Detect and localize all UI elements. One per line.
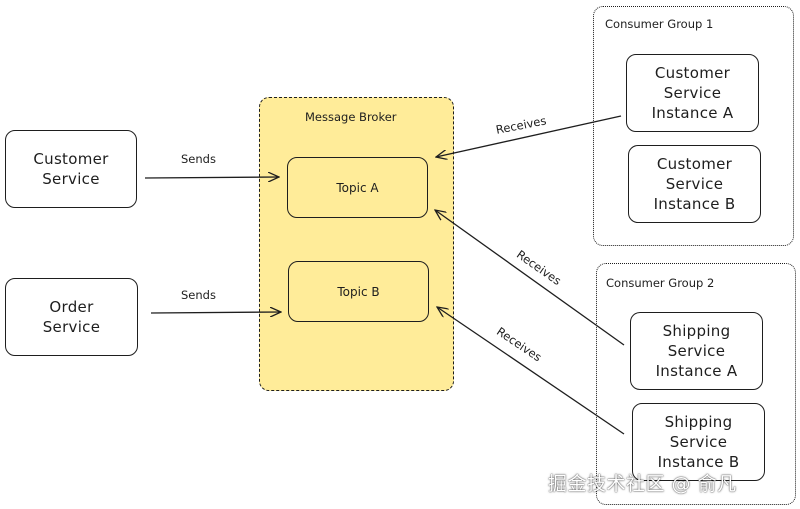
edge-cg1-instance-a-to-topic-a (436, 115, 622, 157)
cg1-instance-a-line-2: Service (663, 84, 722, 102)
edge-order-to-topic-b (150, 312, 281, 313)
watermark: 掘金技术社区 @ 俞凡 (548, 473, 737, 495)
cg2-instance-b-line-1: Shipping (664, 413, 733, 431)
cg2-instance-a-line-1: Shipping (662, 322, 731, 340)
cg1-instance-b-line-3: Instance B (653, 195, 736, 213)
consumer-group-2-title: Consumer Group 2 (606, 276, 715, 290)
cg1-instance-a-line-3: Instance A (651, 104, 734, 122)
edge-shipping-b-to-topic-b (437, 307, 625, 435)
message-broker-title: Message Broker (305, 110, 397, 124)
order-service-line-2: Service (42, 318, 101, 336)
cg2-instance-b-line-3: Instance B (657, 453, 740, 471)
topic-b-label: Topic B (337, 284, 380, 299)
topic-a-label: Topic A (336, 180, 379, 195)
edge-customer-to-topic-a (144, 177, 279, 178)
customer-service-instance-a: Customer Service Instance A (626, 54, 759, 132)
shipping-service-instance-a: Shipping Service Instance A (630, 312, 763, 390)
topic-b: Topic B (288, 261, 429, 322)
order-service-line-1: Order (49, 298, 94, 316)
customer-service-line-1: Customer (33, 150, 109, 168)
cg1-instance-a-line-1: Customer (654, 64, 731, 82)
customer-service-line-2: Service (42, 170, 100, 188)
shipping-service-instance-b: Shipping Service Instance B (632, 403, 765, 481)
cg1-instance-b-line-2: Service (665, 175, 724, 193)
cg2-instance-a-line-3: Instance A (655, 362, 738, 380)
consumer-group-1-title: Consumer Group 1 (605, 17, 714, 31)
cg2-instance-b-line-2: Service (669, 433, 728, 451)
edge-label-sends-order: Sends (181, 288, 216, 302)
cg2-instance-a-line-2: Service (667, 342, 726, 360)
customer-service-instance-b: Customer Service Instance B (628, 145, 761, 223)
edge-shipping-a-to-topic-a (435, 210, 625, 346)
edge-label-sends-customer: Sends (181, 152, 216, 166)
message-broker (259, 97, 454, 391)
cg1-instance-b-line-1: Customer (656, 155, 733, 173)
topic-a: Topic A (287, 157, 428, 218)
customer-service-node: Customer Service (5, 130, 137, 208)
order-service-node: Order Service (5, 278, 138, 356)
